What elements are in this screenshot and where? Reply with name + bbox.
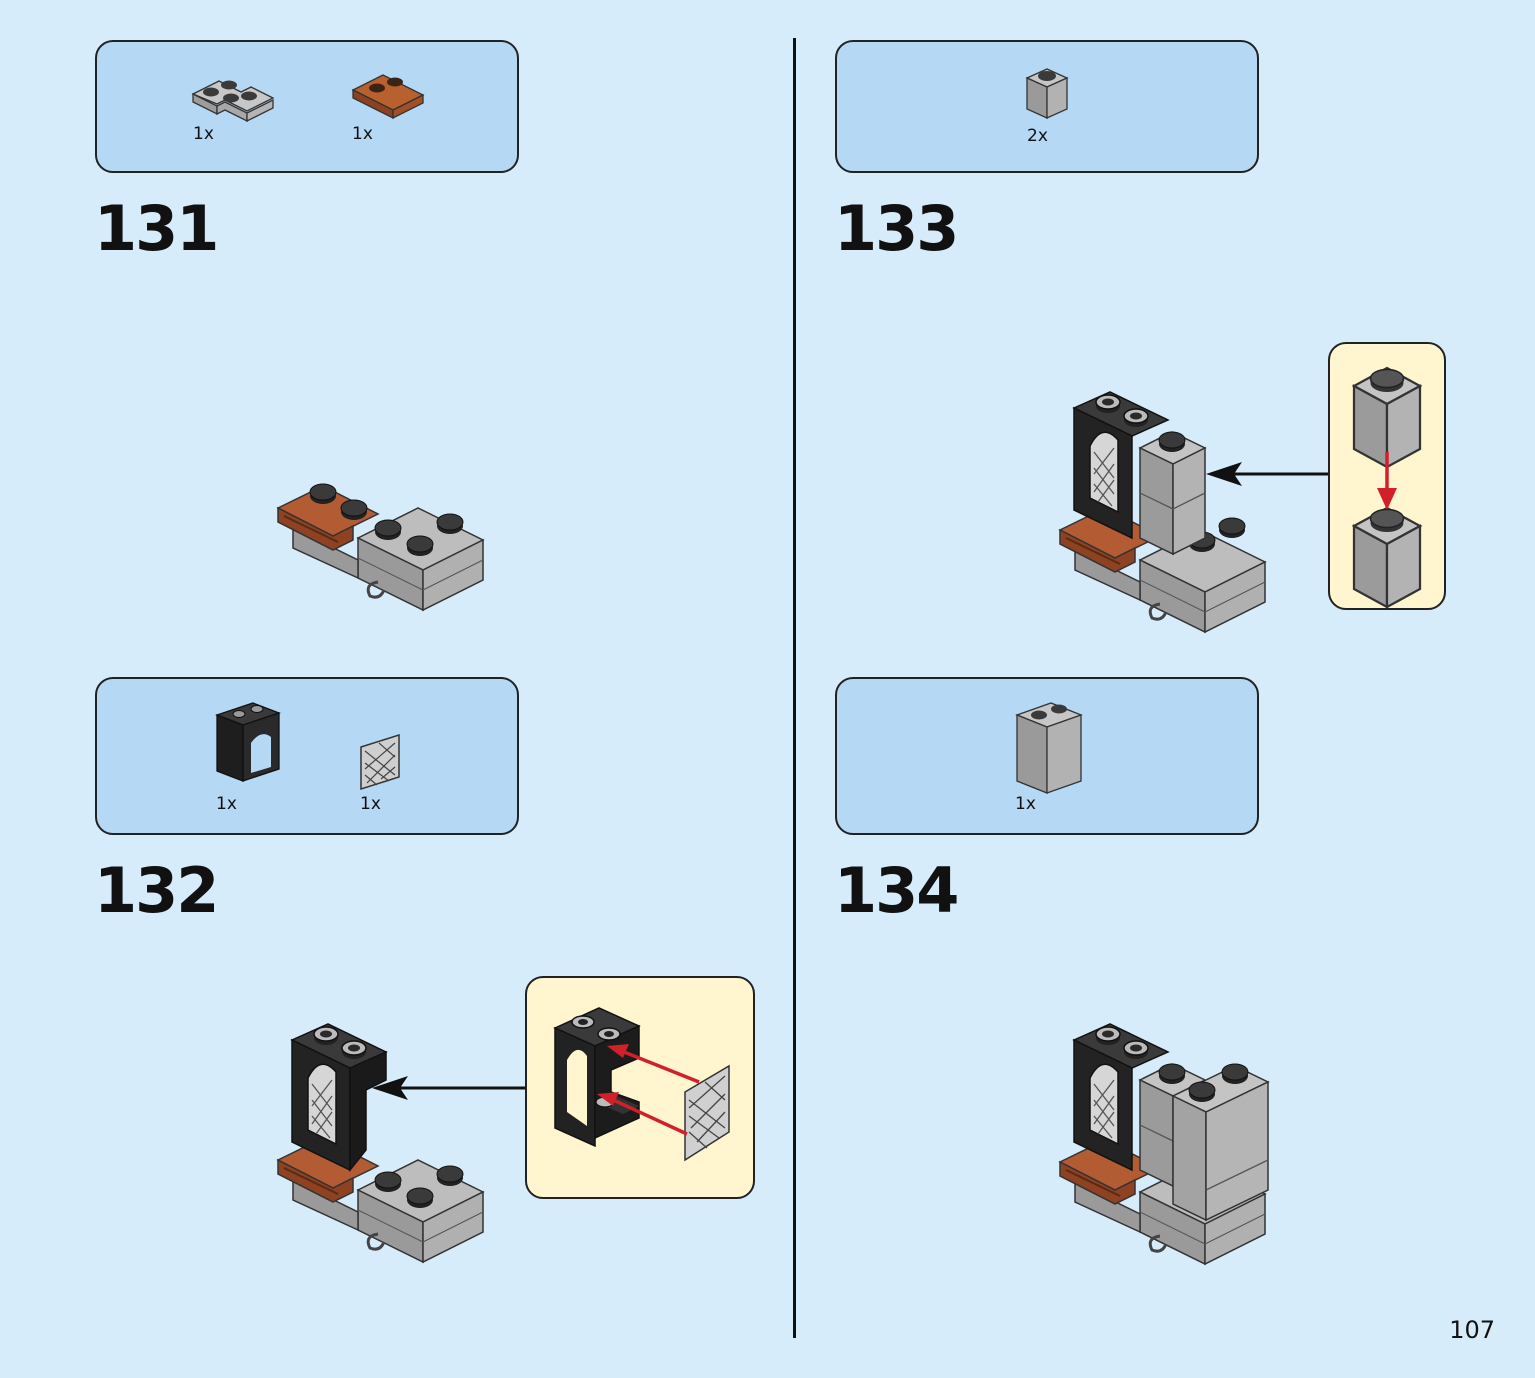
part-qty: 1x <box>193 124 214 144</box>
brown-plate-icon <box>351 74 425 120</box>
part-qty: 1x <box>1015 794 1036 814</box>
step-number: 134 <box>834 854 959 927</box>
parts-box-step-132: 1x 1x <box>95 677 519 835</box>
part-qty: 1x <box>360 794 381 814</box>
callout-step-132 <box>525 976 755 1199</box>
frame-glass-detail-illustration <box>553 1007 730 1162</box>
gray-corner-plate-icon <box>191 80 275 123</box>
brick-stack-assembly-model <box>1058 391 1267 634</box>
part-qty: 1x <box>216 794 237 814</box>
completed-wall-assembly-model <box>1058 1023 1270 1266</box>
gray-1x2x2-brick-icon <box>1015 702 1083 794</box>
window-frame-assembly-model <box>276 1023 485 1264</box>
base-assembly-model <box>276 483 485 612</box>
page-divider <box>793 38 796 1338</box>
insert-arrow <box>372 1076 526 1100</box>
page-number: 107 <box>1449 1316 1495 1344</box>
parts-box-step-133: 2x <box>835 40 1259 173</box>
part-qty: 1x <box>352 124 373 144</box>
brick-stack-detail-illustration <box>1352 366 1422 609</box>
step-number: 131 <box>94 192 219 265</box>
lattice-glass-icon <box>360 733 400 791</box>
gray-1x1-brick-icon <box>1025 68 1069 120</box>
black-window-frame-icon <box>215 702 281 782</box>
callout-step-133 <box>1328 342 1446 610</box>
part-qty: 2x <box>1027 126 1048 146</box>
parts-box-step-134: 1x <box>835 677 1259 835</box>
insert-arrow <box>1206 462 1330 486</box>
step-number: 133 <box>834 192 959 265</box>
step-number: 132 <box>94 854 219 927</box>
parts-box-step-131: 1x 1x <box>95 40 519 173</box>
